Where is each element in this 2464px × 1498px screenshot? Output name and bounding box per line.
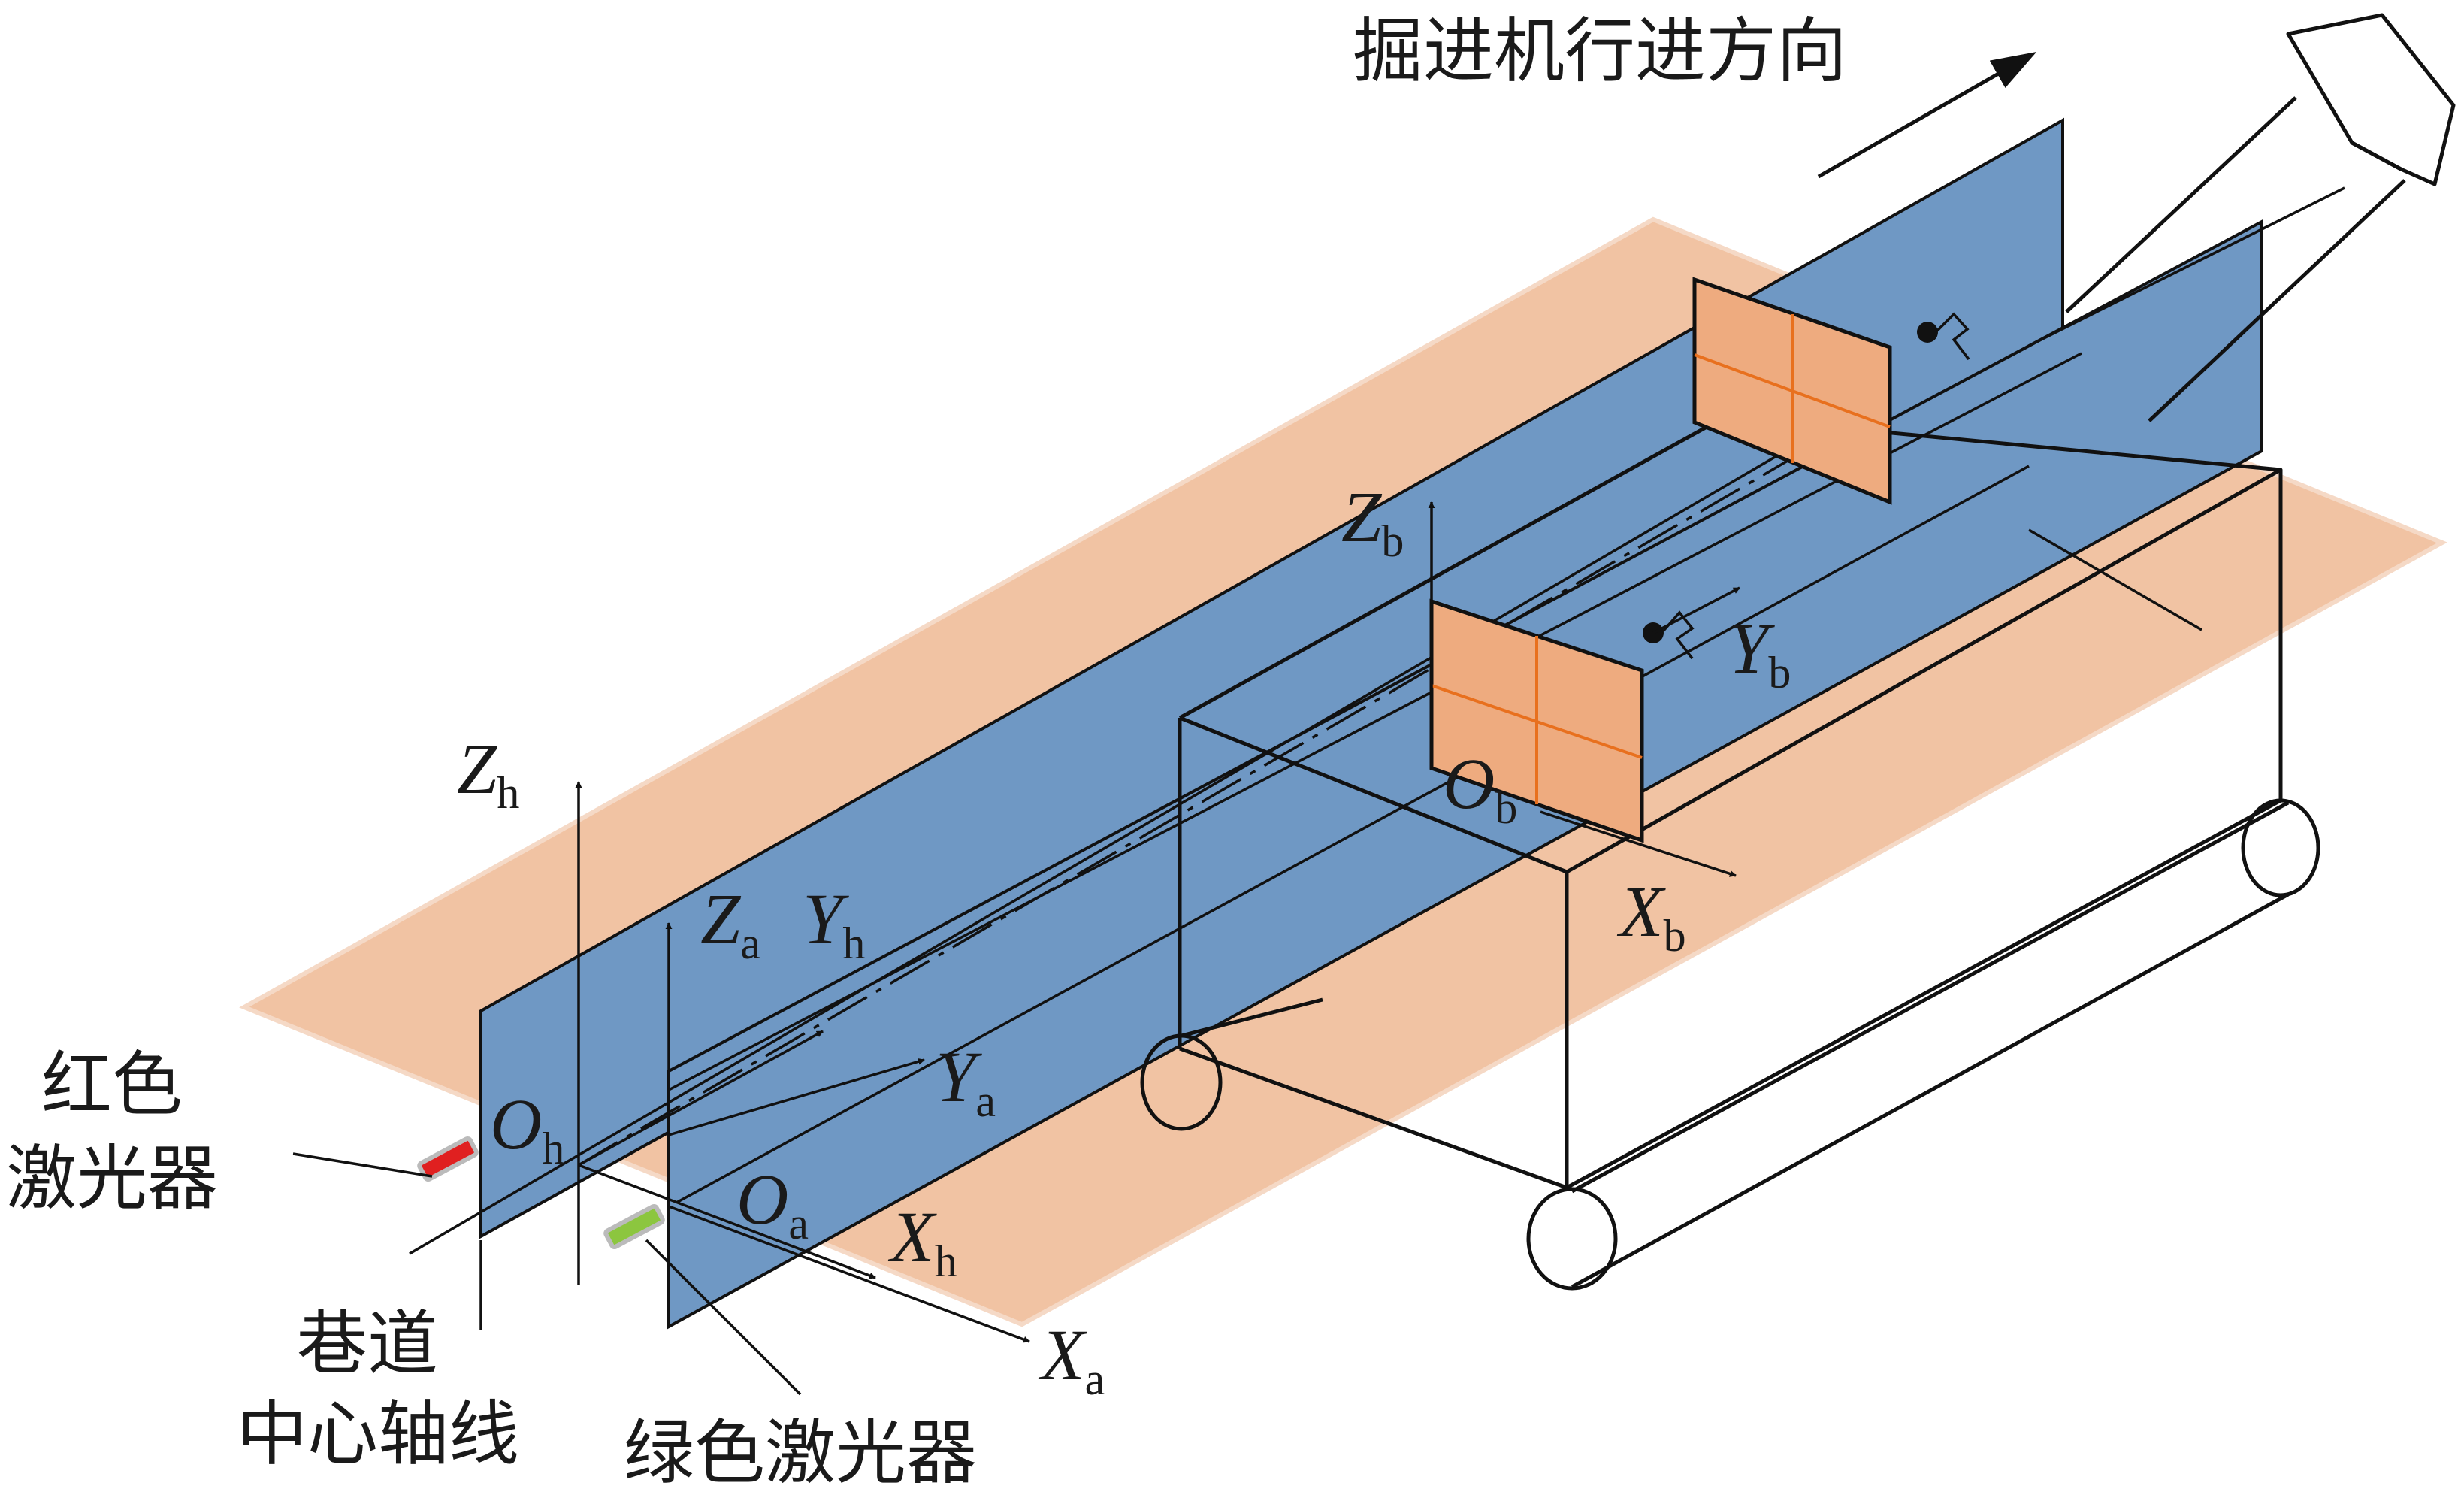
axis-label-Yh: Yh — [803, 879, 865, 968]
axis-label-Xa: Xa — [1038, 1315, 1105, 1404]
camera-icon — [1917, 312, 1970, 361]
axis-label-Oa: Oa — [736, 1159, 809, 1248]
axis-label-Zh: Zh — [457, 728, 519, 818]
tunnel-axis-label: 巷道 — [297, 1303, 438, 1385]
green-laser-label: 绿色激光器 — [624, 1412, 977, 1494]
axis-label-Zb: Zb — [1341, 477, 1404, 566]
axis-label-Xh: Xh — [887, 1197, 957, 1286]
axis-label-Za: Za — [700, 879, 760, 968]
green-laser-emitter — [603, 1203, 665, 1250]
axis-label-Ob: Ob — [1443, 743, 1517, 833]
red-laser-label: 激光器 — [6, 1138, 218, 1220]
red-laser-emitter — [417, 1136, 479, 1182]
travel-direction-label: 掘进机行进方向 — [1353, 11, 1847, 92]
axis-label-Ya: Ya — [936, 1036, 996, 1126]
tunnel-axis-label: 中心轴线 — [237, 1394, 519, 1475]
direction-arrow — [1817, 52, 2037, 179]
axis-label-Xb: Xb — [1616, 871, 1686, 961]
red-laser-label: 红色 — [41, 1044, 183, 1126]
coordinate-axes — [575, 501, 1740, 1343]
excavator-tracks — [1140, 798, 2320, 1291]
axis-label-Oh: Oh — [490, 1084, 564, 1173]
front-target-board — [1429, 598, 1644, 843]
leader-lines — [292, 1152, 802, 1396]
cutting-boom — [2028, 13, 2456, 422]
excavator-frame — [1178, 415, 2283, 1190]
axis-label-Yb: Yb — [1728, 608, 1791, 698]
rear-target-board — [1692, 277, 1892, 505]
